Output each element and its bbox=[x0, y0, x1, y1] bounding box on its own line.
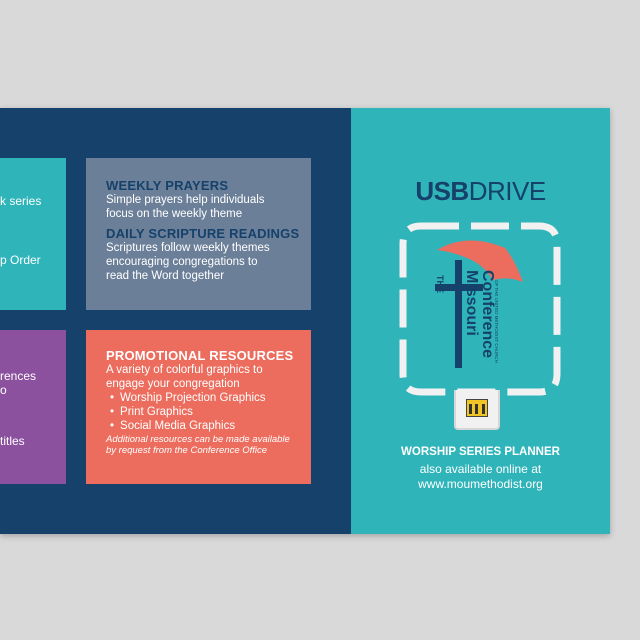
tagline-available: also available online at bbox=[419, 462, 542, 476]
usb-pins bbox=[466, 399, 488, 417]
weekly-prayers-box: WEEKLY PRAYERS Simple prayers help indiv… bbox=[86, 158, 311, 310]
purple-box: rences o titles bbox=[0, 330, 66, 484]
daily-readings-text-2: encouraging congregations to bbox=[106, 256, 258, 268]
daily-readings-heading: DAILY SCRIPTURE READINGS bbox=[106, 226, 300, 241]
usb-title-bold: USB bbox=[415, 176, 469, 206]
left-panel: k series p Order rences o titles WEEKLY … bbox=[0, 108, 351, 534]
usb-connector-icon bbox=[454, 390, 500, 430]
weekly-prayers-text-2: focus on the weekly theme bbox=[106, 208, 243, 220]
daily-readings-text-1: Scriptures follow weekly themes bbox=[106, 242, 270, 254]
promotional-note-2: by request from the Conference Office bbox=[106, 445, 268, 456]
usb-stick-icon: THE Missouri Conference OF THE UNITED ME… bbox=[399, 222, 561, 396]
bullet-item: Social Media Graphics bbox=[110, 419, 311, 433]
usb-panel: USBDRIVE THE Missouri Conference OF THE … bbox=[351, 108, 610, 534]
conference-logo-icon bbox=[435, 240, 523, 368]
teal-box: k series p Order bbox=[0, 158, 66, 310]
tagline-planner: WORSHIP SERIES PLANNER bbox=[401, 446, 560, 458]
bullet-item: Print Graphics bbox=[110, 405, 311, 419]
promotional-bullet-list: Worship Projection Graphics Print Graphi… bbox=[106, 391, 311, 433]
promotional-box: PROMOTIONAL RESOURCES A variety of color… bbox=[86, 330, 311, 484]
daily-readings-text-3: read the Word together bbox=[106, 270, 225, 282]
weekly-prayers-heading: WEEKLY PRAYERS bbox=[106, 178, 229, 193]
usb-title-rest: DRIVE bbox=[468, 176, 546, 206]
purple-fragment-2: o bbox=[0, 383, 7, 397]
promotional-text-2: engage your congregation bbox=[106, 378, 240, 390]
logo-the: THE bbox=[435, 275, 445, 293]
teal-fragment-2: p Order bbox=[0, 253, 41, 267]
logo-missouri: Missouri bbox=[463, 270, 480, 336]
logo-conference: Conference bbox=[479, 270, 496, 358]
promotional-heading: PROMOTIONAL RESOURCES bbox=[106, 348, 294, 363]
tagline-url: www.moumethodist.org bbox=[418, 477, 543, 491]
bullet-item: Worship Projection Graphics bbox=[110, 391, 311, 405]
purple-fragment-1: rences bbox=[0, 369, 37, 383]
usb-drive-title: USBDRIVE bbox=[351, 176, 610, 207]
logo-small-text: OF THE UNITED METHODIST CHURCH bbox=[494, 280, 499, 363]
teal-fragment-1: k series bbox=[0, 194, 42, 208]
brochure-card: k series p Order rences o titles WEEKLY … bbox=[0, 108, 610, 534]
weekly-prayers-text-1: Simple prayers help individuals bbox=[106, 194, 265, 206]
promotional-note-1: Additional resources can be made availab… bbox=[106, 434, 290, 445]
purple-fragment-3: titles bbox=[0, 434, 25, 448]
promotional-text-1: A variety of colorful graphics to bbox=[106, 364, 263, 376]
